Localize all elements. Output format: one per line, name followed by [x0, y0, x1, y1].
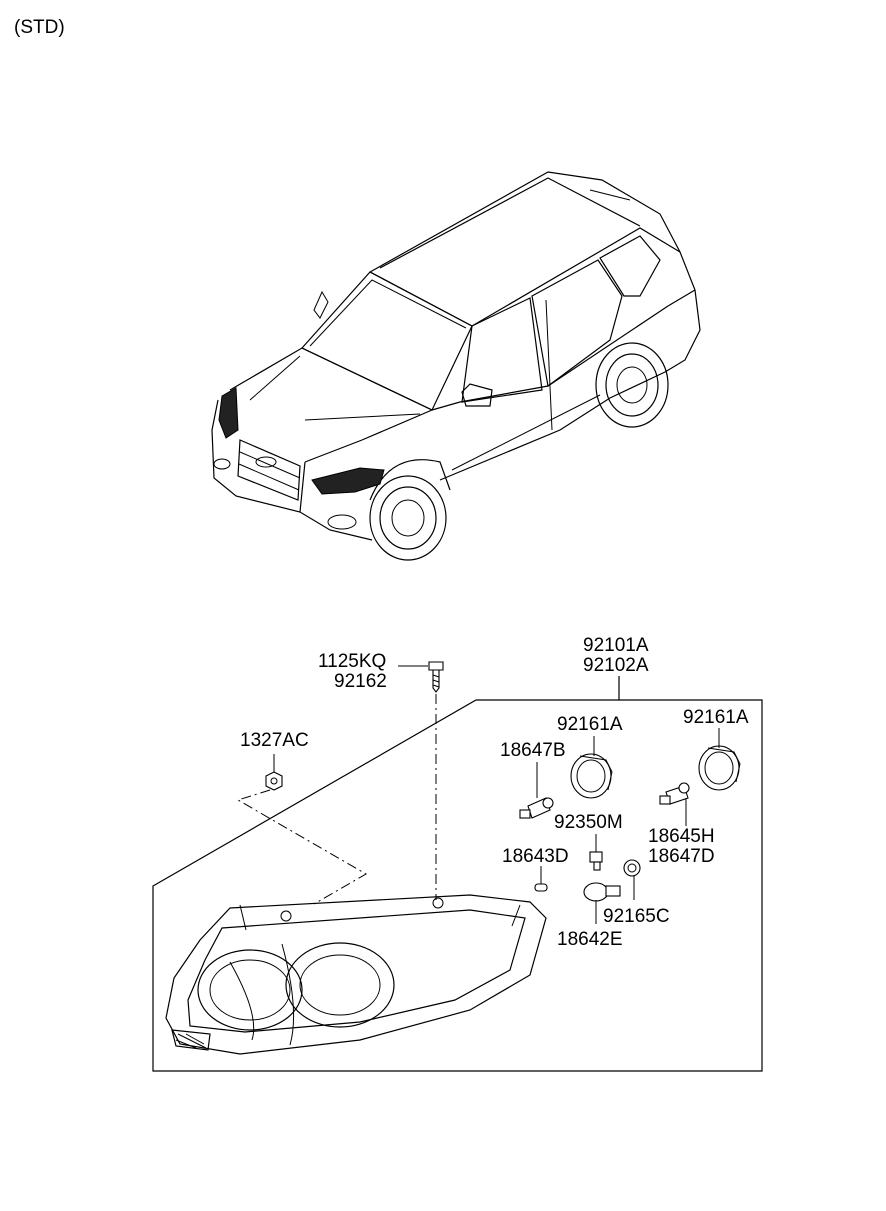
callout-position-bulb: 18643D	[502, 846, 569, 867]
turn-socket	[623, 859, 641, 900]
callout-cap-left: 92161A	[557, 714, 623, 735]
dust-cap-right	[698, 728, 741, 791]
nut	[236, 754, 367, 905]
variant-label: (STD)	[14, 17, 65, 38]
bolt	[428, 661, 444, 900]
callout-assembly-2: 92102A	[583, 655, 649, 676]
vehicle-illustration	[211, 171, 701, 561]
assembly-frame	[152, 676, 763, 1072]
position-bulb	[534, 866, 548, 892]
high-beam-bulb	[659, 782, 690, 826]
callout-turn-bulb: 18642E	[557, 929, 623, 950]
callout-turn-socket: 92165C	[603, 906, 670, 927]
headlamp-housing	[165, 894, 547, 1055]
callout-assembly-1: 92101A	[583, 635, 649, 656]
callout-high-beam-1: 18645H	[648, 826, 715, 847]
dust-cap-left	[570, 736, 613, 799]
callout-low-beam-bulb: 18647B	[500, 740, 566, 761]
callout-high-beam-2: 18647D	[648, 846, 715, 867]
callout-bolt-1: 1125KQ	[318, 651, 386, 672]
indicator-socket	[589, 834, 603, 871]
callout-nut: 1327AC	[240, 730, 309, 751]
callout-indicator-socket: 92350M	[554, 812, 623, 833]
low-beam-bulb	[519, 762, 554, 819]
callout-cap-right: 92161A	[683, 707, 749, 728]
callout-bolt-2: 92162	[334, 671, 387, 692]
turn-bulb	[583, 882, 621, 924]
